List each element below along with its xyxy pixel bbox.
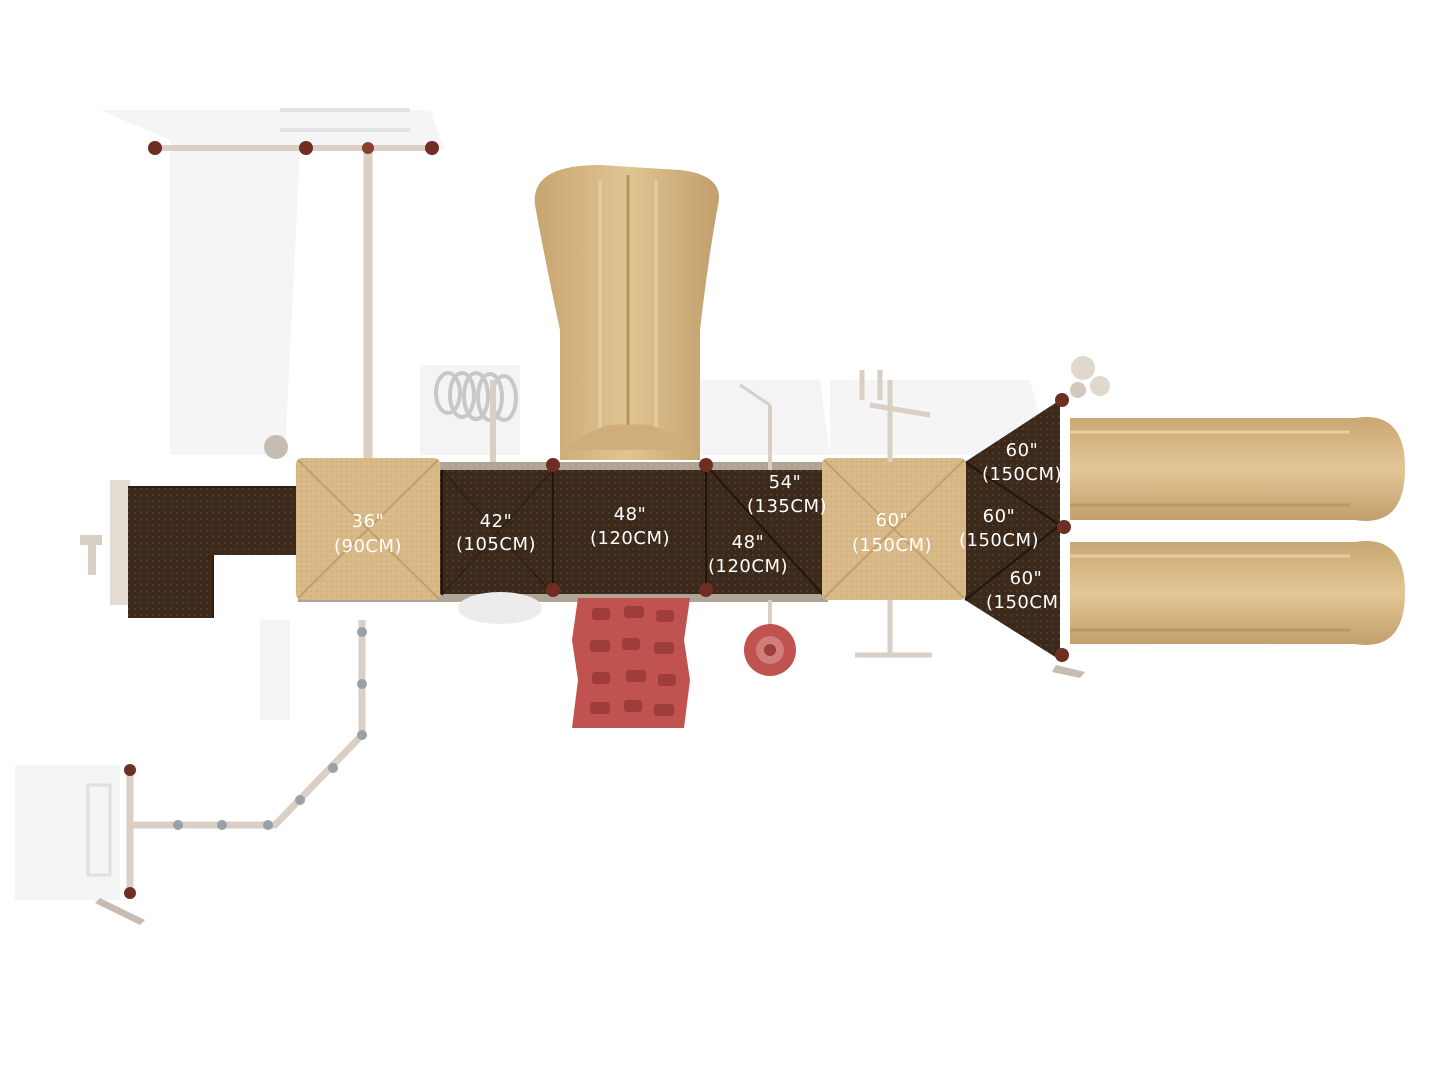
triangle-deck [964, 393, 1071, 662]
side-panels [855, 370, 932, 658]
svg-text:60": 60" [1006, 440, 1039, 461]
bar-clamp [173, 820, 183, 830]
post-clamp [1055, 393, 1069, 407]
spring-rider-icon [434, 371, 518, 462]
svg-text:(120CM): (120CM) [590, 528, 670, 549]
roof-icon [822, 458, 966, 600]
bar-clamp [328, 763, 338, 773]
deck-label-60-top: 60" (150CM) [982, 440, 1062, 485]
bar-clamp [425, 141, 439, 155]
svg-text:48": 48" [732, 532, 765, 553]
post-clamp [546, 583, 560, 597]
svg-text:54": 54" [769, 472, 802, 493]
post-cap [264, 435, 288, 459]
bar-clamp [124, 887, 136, 899]
post-clamp [699, 458, 713, 472]
svg-text:42": 42" [480, 511, 513, 532]
ground-panel [458, 592, 542, 624]
svg-text:(150CM): (150CM) [986, 592, 1066, 613]
svg-text:(150CM): (150CM) [959, 530, 1039, 551]
bar-clamp [299, 141, 313, 155]
svg-text:(150CM): (150CM) [852, 535, 932, 556]
svg-text:(105CM): (105CM) [456, 534, 536, 555]
slide-icon [534, 165, 719, 460]
deck-posts [739, 383, 772, 470]
overhead-bar-top [148, 108, 439, 460]
deck-label-60-roof: 60" (150CM) [852, 510, 932, 556]
svg-text:(120CM): (120CM) [708, 556, 788, 577]
bar-clamp [217, 820, 227, 830]
svg-text:60": 60" [983, 506, 1016, 527]
svg-text:(150CM): (150CM) [982, 464, 1062, 485]
entry-deck [128, 486, 298, 618]
svg-text:60": 60" [1010, 568, 1043, 589]
post-clamp [1055, 648, 1069, 662]
bar-clamp [357, 679, 367, 689]
svg-text:60": 60" [876, 510, 909, 531]
deck-height-labels: 36" (90CM) 42" (105CM) 48" (120CM) 54" (… [334, 440, 1066, 613]
overhead-bar-bottom [86, 620, 367, 925]
deck-label-54: 54" (135CM) [747, 472, 827, 517]
post-clamp [1057, 520, 1071, 534]
deck-label-48b: 48" (120CM) [708, 532, 788, 577]
bar-clamp [124, 764, 136, 776]
deck-label-60-mid: 60" (150CM) [959, 506, 1039, 551]
climbing-wall-icon [572, 598, 690, 728]
bar-clamp [148, 141, 162, 155]
bar-clamp [263, 820, 273, 830]
svg-text:48": 48" [614, 504, 647, 525]
svg-text:(90CM): (90CM) [334, 536, 402, 557]
bar-clamp [357, 627, 367, 637]
entry-panel [80, 480, 130, 605]
bar-clamp [295, 795, 305, 805]
bar-clamp [357, 730, 367, 740]
deck-label-48a: 48" (120CM) [590, 504, 670, 549]
post-clamp [699, 583, 713, 597]
deck-label-60-bottom: 60" (150CM) [986, 568, 1066, 613]
svg-text:(135CM): (135CM) [747, 496, 827, 517]
tube-slide-icon [1070, 541, 1405, 645]
spring-rider-icon [1052, 356, 1110, 678]
tube-slide-icon [1070, 417, 1405, 521]
roof-icon [296, 458, 440, 600]
steering-wheel-icon [744, 600, 796, 676]
deck-label-42: 42" (105CM) [456, 511, 536, 555]
post-clamp [546, 458, 560, 472]
svg-text:36": 36" [352, 511, 385, 532]
deck-label-36: 36" (90CM) [334, 511, 402, 557]
bar-clamp [362, 142, 374, 154]
